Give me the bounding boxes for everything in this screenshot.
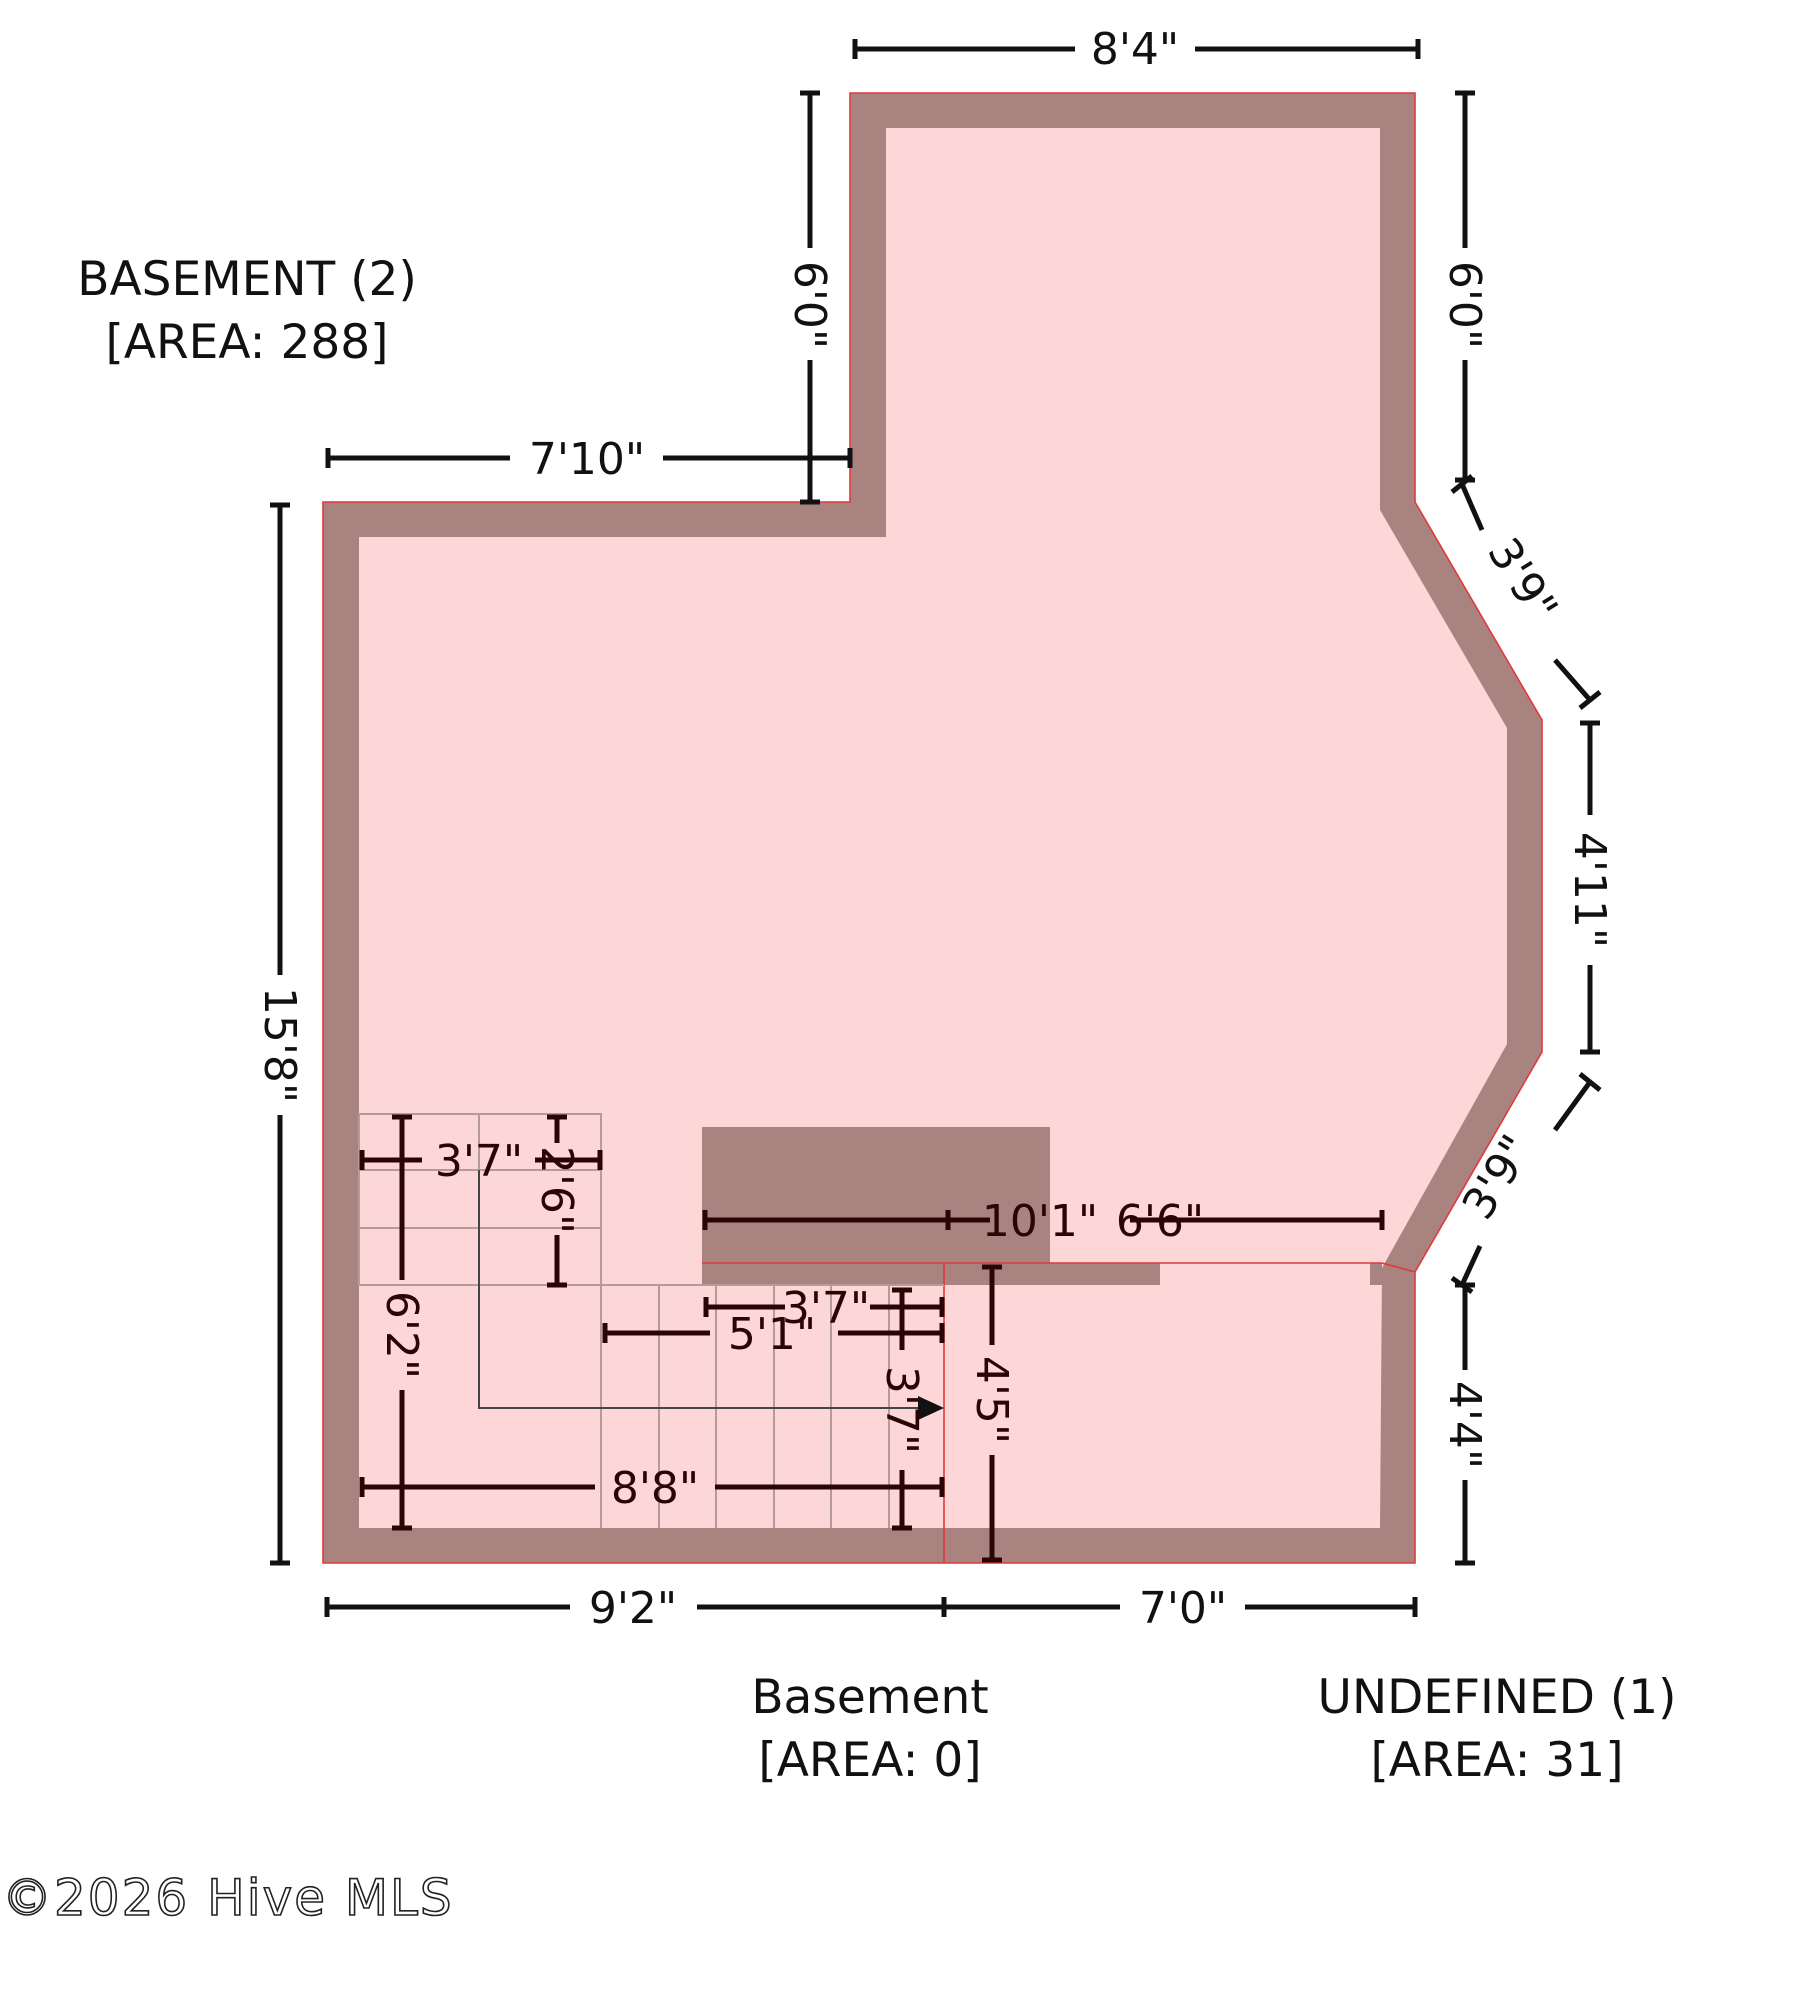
- dim-inner-mid-long-label: 5'1": [728, 1309, 816, 1360]
- dim-partition-label: 4'5": [966, 1356, 1017, 1444]
- dim-stair-run-label: 6'2": [376, 1291, 427, 1379]
- dim-bottom-left: 9'2": [324, 1583, 947, 1634]
- dim-left-notch-vertical: 6'0": [784, 90, 835, 505]
- room-label-basement-2: BASEMENT (2) [AREA: 288]: [77, 252, 417, 370]
- dim-inner-top: 10'1" 6'6": [702, 1196, 1385, 1247]
- interior-wall-strip: [702, 1263, 1160, 1285]
- dim-bottom-left-label: 9'2": [589, 1583, 677, 1634]
- copyright-watermark: ©2026 Hive MLS: [2, 1869, 454, 1927]
- dim-inner-top-left-label: 10'1": [982, 1196, 1098, 1247]
- dim-stair-bottom: 8'8": [359, 1463, 945, 1514]
- dim-inner-mid-label: 3'7": [782, 1283, 870, 1334]
- interior-wall-end: [1370, 1263, 1382, 1285]
- dim-inner-top-right-label: 6'6": [1116, 1196, 1204, 1247]
- dim-right-upper-label: 6'0": [1439, 261, 1490, 349]
- room-area: [AREA: 0]: [758, 1733, 981, 1788]
- dim-left-notch-vertical-label: 6'0": [784, 261, 835, 349]
- room-area: [AREA: 288]: [106, 315, 389, 370]
- dim-stair-arrow-label: 3'7": [876, 1366, 927, 1454]
- dim-stair-width-label: 3'7": [435, 1136, 523, 1187]
- stair-direction-arrow: [478, 1170, 918, 1409]
- dim-right-middle-label: 4'11": [1564, 832, 1615, 948]
- stair-arrowhead: [918, 1396, 944, 1420]
- room-label-basement: Basement [AREA: 0]: [751, 1670, 988, 1788]
- dim-stair-arrow: 3'7": [876, 1287, 927, 1531]
- floor-area: [359, 128, 1507, 1528]
- dim-top-label: 8'4": [1091, 24, 1179, 75]
- dim-inner-mid-long: 5'1": [602, 1309, 945, 1360]
- dim-stair-width: 3'7": [359, 1136, 603, 1187]
- dim-left-total: 15'8": [254, 502, 305, 1566]
- dim-right-lower-label: 4'4": [1439, 1381, 1490, 1469]
- interior-wall-block: [702, 1127, 1050, 1263]
- dim-bottom-right-label: 7'0": [1139, 1583, 1227, 1634]
- partition-line-diag: [1381, 1262, 1416, 1273]
- dim-right-middle: 4'11": [1564, 720, 1615, 1055]
- room-area: [AREA: 31]: [1370, 1733, 1623, 1788]
- dim-right-lower: 4'4": [1439, 1282, 1490, 1566]
- dim-partition: 4'5": [966, 1264, 1017, 1563]
- dim-top: 8'4": [852, 24, 1421, 75]
- room-label-undefined-1: UNDEFINED (1) [AREA: 31]: [1318, 1670, 1677, 1788]
- room-name: BASEMENT (2): [77, 252, 417, 307]
- exterior-outline: [322, 92, 1543, 1564]
- dim-stair-bottom-label: 8'8": [611, 1463, 699, 1514]
- dim-left-total-label: 15'8": [254, 987, 305, 1103]
- dim-left-notch-horizontal-label: 7'10": [529, 434, 645, 485]
- dim-stair-landing: 2'6": [531, 1114, 582, 1288]
- dim-stair-landing-label: 2'6": [531, 1146, 582, 1234]
- dim-left-notch-horizontal: 7'10": [325, 434, 853, 485]
- dim-inner-mid: 3'7": [703, 1283, 945, 1334]
- dim-stair-run: 6'2": [376, 1114, 427, 1531]
- dim-bottom-right: 7'0": [944, 1583, 1418, 1634]
- dim-right-upper: 6'0": [1439, 90, 1490, 483]
- room-name: Basement: [751, 1670, 988, 1725]
- room-name: UNDEFINED (1): [1318, 1670, 1677, 1725]
- dim-diag-upper-label: 3'9": [1477, 529, 1567, 631]
